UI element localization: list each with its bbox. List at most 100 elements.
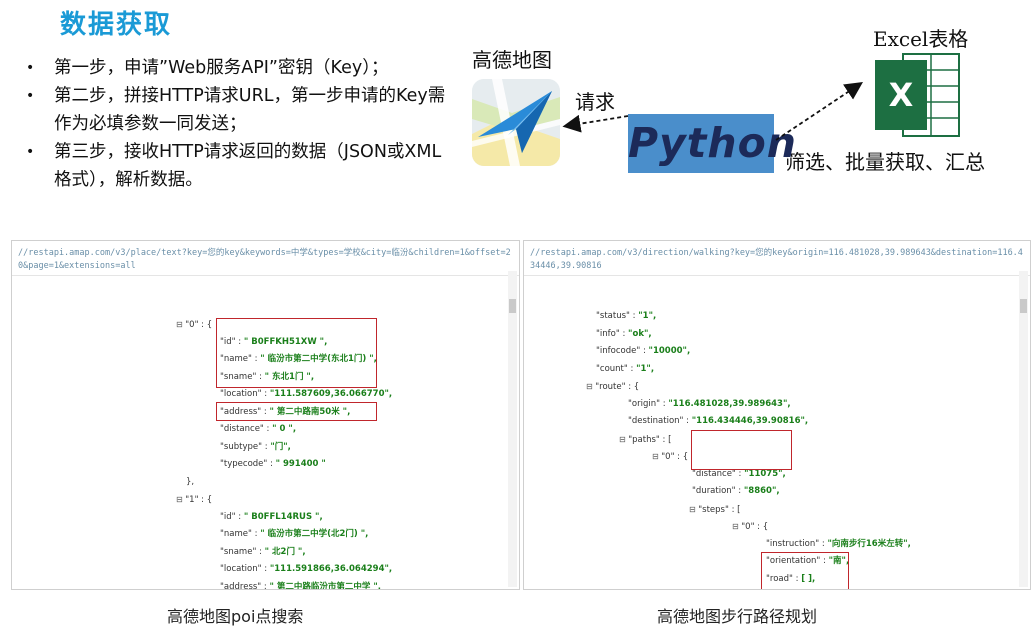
json-line: }, — [186, 474, 194, 492]
json-line: ⊟ "1" : { — [176, 491, 212, 509]
json-value: "10000", — [648, 346, 691, 356]
json-key: "1" — [185, 495, 199, 505]
json-value: " 991400 " — [275, 459, 326, 469]
json-separator: : — [627, 363, 637, 374]
scrollbar[interactable] — [508, 271, 517, 587]
collapse-toggle-icon[interactable]: ⊟ — [689, 504, 699, 514]
request-url[interactable]: //restapi.amap.com/v3/direction/walking?… — [524, 241, 1030, 276]
json-separator: : — [735, 468, 745, 479]
python-box: Python — [628, 114, 796, 173]
json-separator: : [ — [659, 434, 672, 445]
json-key: "orientation" — [766, 556, 821, 566]
request-url[interactable]: //restapi.amap.com/v3/place/text?key=您的k… — [12, 241, 519, 276]
svg-text:X: X — [889, 76, 914, 114]
poi-search-caption: 高德地图poi点搜索 — [167, 607, 304, 626]
json-line: "origin" : "116.481028,39.989643", — [628, 396, 791, 414]
amap-label: 高德地图 — [472, 48, 552, 72]
json-line: "distance" : " 0 ", — [220, 421, 296, 439]
json-key: "name" — [220, 529, 252, 539]
collapse-toggle-icon[interactable]: ⊟ — [619, 434, 629, 444]
json-line: "sname" : " 东北1门 ", — [220, 369, 314, 387]
json-value: " 东北1门 ", — [264, 371, 315, 382]
json-value: " 北2门 ", — [264, 546, 306, 557]
json-separator: : — [263, 424, 273, 434]
steps-list: 第一步，申请”Web服务API”密钥（Key）； 第二步，拼接HTTP请求URL… — [24, 54, 454, 194]
json-value: "1", — [636, 363, 655, 374]
json-key: "name" — [220, 354, 252, 364]
collapse-toggle-icon[interactable]: ⊟ — [652, 452, 662, 461]
highlight-box — [761, 552, 849, 589]
json-line: "id" : " B0FFL14RUS ", — [220, 509, 323, 527]
collapse-toggle-icon[interactable]: ⊟ — [176, 320, 186, 329]
json-value: " 第二中路南50米 ", — [269, 406, 351, 417]
json-separator: : — [256, 371, 265, 382]
excel-label: Excel表格 — [873, 27, 969, 51]
json-value: "111.591866,36.064294", — [269, 564, 393, 574]
json-key: "distance" — [220, 424, 264, 434]
json-line: ⊟ "paths" : [ — [619, 431, 671, 449]
json-line: "location" : "111.587609,36.066770", — [220, 386, 392, 404]
json-separator: : — [619, 328, 629, 339]
json-line: "location" : "111.591866,36.064294", — [220, 561, 392, 579]
json-key: "route" — [595, 382, 626, 392]
json-separator: : — [819, 538, 828, 549]
json-key: "distance" — [692, 468, 736, 479]
json-value: "ok", — [628, 328, 652, 339]
json-key: "sname" — [220, 546, 257, 557]
json-value: "116.481028,39.989643", — [668, 398, 791, 409]
json-value: "11075", — [744, 468, 786, 479]
json-line: "orientation" : "南", — [766, 553, 849, 571]
excel-logo-icon: X — [873, 48, 961, 142]
highlight-box — [691, 430, 792, 470]
json-key: "origin" — [628, 398, 661, 409]
json-value: "向南步行16米左转", — [827, 538, 911, 549]
json-key: "subtype" — [220, 441, 263, 452]
json-value: " B0FFL14RUS ", — [243, 511, 323, 522]
json-value: " 临汾市第二中学(东北1门) ", — [260, 354, 377, 364]
highlight-box — [216, 318, 377, 388]
json-key: "address" — [220, 406, 262, 417]
json-line: "count" : "1", — [596, 361, 654, 379]
json-line: "status" : "1", — [596, 308, 656, 326]
json-line: "id" : " B0FFKH51XW ", — [220, 334, 327, 352]
json-key: "paths" — [628, 434, 660, 445]
json-value: " 第二中路临汾市第二中学 ", — [269, 581, 382, 590]
amap-logo-icon — [472, 79, 560, 166]
json-separator: : { — [625, 382, 640, 392]
step-item: 第一步，申请”Web服务API”密钥（Key）； — [24, 54, 454, 82]
scrollbar[interactable] — [1019, 271, 1028, 587]
json-separator: : — [792, 573, 802, 584]
json-separator: : — [735, 486, 744, 496]
collapse-toggle-icon[interactable]: ⊟ — [732, 522, 742, 531]
json-line: ⊟ "0" : { — [732, 518, 768, 536]
json-line: "address" : " 第二中路临汾市第二中学 ", — [220, 579, 382, 590]
json-separator: : — [640, 346, 649, 356]
json-separator: , — [191, 476, 195, 487]
json-key: "typecode" — [220, 459, 268, 469]
collapse-toggle-icon[interactable]: ⊟ — [176, 495, 186, 504]
json-separator: : — [256, 546, 265, 557]
json-line: "instruction" : "向南步行16米左转", — [766, 536, 911, 554]
json-value: [ ], — [801, 573, 816, 584]
json-line: "subtype" : "门", — [220, 439, 291, 457]
json-key: "road" — [766, 573, 793, 584]
json-separator: : — [262, 441, 271, 452]
json-key: "0" — [185, 320, 199, 330]
json-key: "location" — [220, 389, 262, 399]
json-value: "南", — [828, 556, 850, 566]
json-key: "info" — [596, 328, 620, 339]
json-separator: : — [683, 416, 692, 426]
json-key: "id" — [220, 511, 236, 522]
json-key: "destination" — [628, 416, 684, 426]
json-key: "count" — [596, 363, 628, 374]
json-separator: : — [261, 581, 270, 590]
json-separator: : — [820, 556, 829, 566]
json-separator: : — [235, 511, 244, 522]
json-separator: : — [251, 529, 261, 539]
json-line: "name" : " 临汾市第二中学(东北1门) ", — [220, 351, 377, 369]
json-key: "sname" — [220, 371, 257, 382]
json-line: "destination" : "116.434446,39.90816", — [628, 413, 808, 431]
json-separator: : — [251, 354, 261, 364]
collapse-toggle-icon[interactable]: ⊟ — [586, 382, 596, 391]
json-value: " B0FFKH51XW ", — [243, 336, 328, 347]
